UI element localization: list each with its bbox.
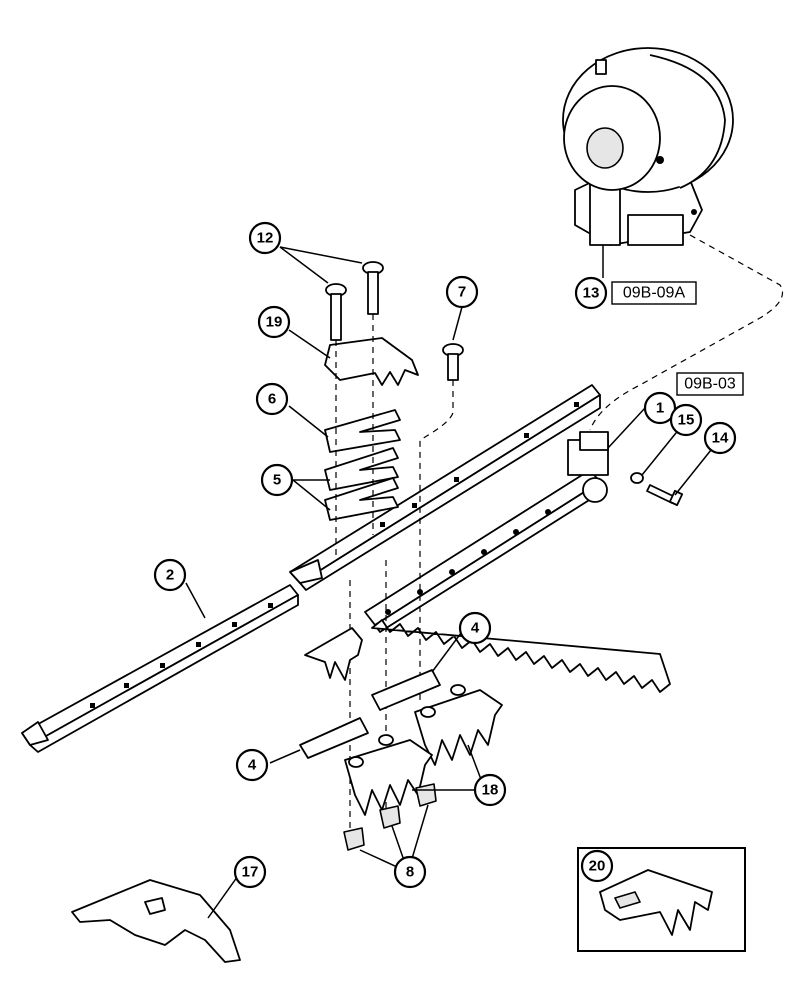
washer-part-15 [630, 472, 644, 484]
callout-14: 14 [703, 421, 737, 455]
drive-connection-line [589, 234, 784, 431]
callout-4-lower: 4 [235, 748, 269, 782]
guard-part-20 [599, 869, 713, 936]
callout-15: 15 [669, 403, 703, 437]
callout-1: 1 [643, 391, 677, 425]
callout-6: 6 [255, 382, 289, 416]
svg-text:6: 6 [268, 391, 276, 408]
drive-unit-part-13 [562, 47, 734, 246]
lower-guard [304, 627, 363, 681]
cutter-bar-section-part-2 [21, 584, 299, 753]
guard-sections-part-18 [344, 684, 503, 816]
callout-2: 2 [153, 558, 187, 592]
svg-text:09B-09A: 09B-09A [623, 285, 686, 302]
svg-text:15: 15 [678, 412, 695, 429]
svg-text:4: 4 [248, 757, 257, 774]
callout-20: 20 [580, 849, 614, 883]
carriage-bolts-part-12 [325, 261, 384, 341]
svg-text:13: 13 [583, 285, 600, 302]
plate-part-4-lower [299, 717, 369, 759]
svg-text:4: 4 [471, 620, 480, 637]
svg-text:09B-03: 09B-03 [684, 376, 736, 393]
reference-label-09b-09a: 09B-09A [611, 281, 697, 305]
shims-part-5 [324, 447, 399, 521]
svg-text:1: 1 [656, 400, 664, 417]
svg-text:7: 7 [458, 284, 466, 301]
alignment-line [419, 380, 454, 700]
callout-13: 13 [574, 276, 608, 310]
main-cutter-bar [289, 384, 601, 591]
callout-4-upper: 4 [458, 611, 492, 645]
svg-text:19: 19 [266, 314, 283, 331]
knife-assembly-part-1 [364, 431, 671, 693]
callout-17: 17 [233, 855, 267, 889]
callout-5: 5 [260, 463, 294, 497]
plate-part-4-upper [371, 669, 441, 711]
guard-part-20-slot [614, 891, 641, 909]
leader-lines [185, 245, 716, 919]
callout-19: 19 [257, 305, 291, 339]
callout-12: 12 [248, 221, 282, 255]
svg-text:18: 18 [482, 782, 499, 799]
svg-text:5: 5 [273, 472, 281, 489]
svg-text:8: 8 [406, 864, 414, 881]
reference-label-09b-03: 09B-03 [676, 372, 744, 396]
guard-part-19 [324, 337, 419, 386]
svg-text:20: 20 [589, 858, 606, 875]
bolt-part-14 [646, 484, 684, 507]
callout-18: 18 [473, 773, 507, 807]
shim-part-6 [324, 409, 401, 453]
callout-8: 8 [393, 855, 427, 889]
svg-text:14: 14 [712, 430, 729, 447]
bracket-bolt [144, 897, 166, 915]
bracket-part-17 [71, 879, 241, 963]
svg-text:12: 12 [257, 230, 274, 247]
bolt-part-7 [442, 343, 464, 381]
svg-text:2: 2 [166, 567, 174, 584]
svg-text:17: 17 [242, 864, 259, 881]
callout-7: 7 [445, 275, 479, 309]
